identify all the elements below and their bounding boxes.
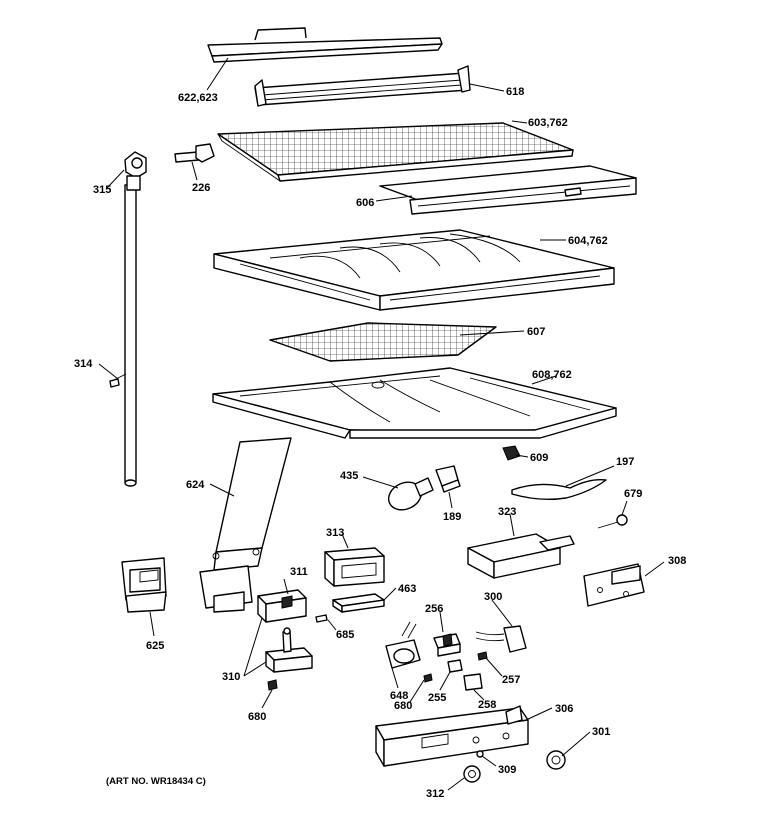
part-strip-197	[511, 478, 607, 501]
part-block-463	[332, 593, 385, 613]
callout-323: 323	[498, 506, 516, 518]
part-cup-625	[121, 557, 167, 613]
callout-607: 607	[527, 326, 545, 338]
part-box-313	[324, 547, 385, 587]
callout-604: 604,762	[568, 235, 608, 247]
callout-609: 609	[530, 452, 548, 464]
callout-312: 312	[426, 788, 444, 800]
part-plate-308	[583, 563, 645, 607]
part-mesh-607	[269, 322, 497, 362]
part-screw-309	[476, 750, 484, 758]
part-switch-256	[433, 633, 461, 657]
part-pole-315	[124, 151, 147, 487]
part-screw-680-left	[267, 679, 278, 691]
part-capacitor-648	[385, 621, 421, 669]
callout-197: 197	[616, 456, 634, 468]
part-screw-679	[597, 514, 628, 529]
callout-315: 315	[93, 184, 111, 196]
callout-301: 301	[592, 726, 610, 738]
callout-648: 648	[390, 690, 408, 702]
callout-310: 310	[222, 671, 240, 683]
callout-311: 311	[290, 566, 308, 578]
part-screw-680-right	[423, 673, 433, 683]
part-screw-314	[109, 373, 127, 388]
callout-624: 624	[186, 479, 205, 491]
part-pin-226	[174, 143, 215, 163]
callout-679: 679	[624, 488, 642, 500]
part-rail-618	[254, 65, 471, 107]
callout-680-left: 680	[248, 711, 266, 723]
part-relay-300	[475, 625, 527, 653]
part-thermostat-310	[265, 627, 313, 673]
part-bracket-306	[375, 705, 529, 767]
callout-257: 257	[502, 674, 520, 686]
part-bulb-435	[387, 477, 434, 511]
callout-435: 435	[340, 470, 358, 482]
callout-308: 308	[668, 555, 686, 567]
callout-685: 685	[336, 629, 354, 641]
callout-258: 258	[478, 699, 496, 711]
callout-189: 189	[443, 511, 461, 523]
part-duct-624	[199, 437, 292, 613]
art-number: (ART NO. WR18434 C)	[106, 776, 206, 787]
callout-622: 622,623	[178, 92, 218, 104]
callout-680-right: 680	[394, 700, 412, 712]
callout-309: 309	[498, 764, 516, 776]
callout-463: 463	[398, 583, 416, 595]
callout-603: 603,762	[528, 117, 568, 129]
callout-625: 625	[146, 640, 164, 652]
part-clip-609	[502, 445, 521, 461]
part-knob-301	[546, 750, 566, 770]
part-cover-622	[207, 27, 443, 63]
callout-618: 618	[506, 86, 524, 98]
part-bracket-606	[379, 165, 637, 215]
part-screw-685	[315, 614, 328, 623]
part-shelf-603	[217, 122, 574, 182]
callout-255: 255	[428, 692, 446, 704]
callout-313: 313	[326, 527, 344, 539]
callout-226: 226	[192, 182, 210, 194]
callout-labels: 622,623 618 603,762 315 226 606 604,762 …	[74, 86, 686, 800]
callout-606: 606	[356, 197, 374, 209]
part-bracket-323	[467, 533, 575, 579]
callout-306: 306	[555, 703, 573, 715]
part-socket-189	[435, 465, 461, 493]
part-clip-255	[447, 659, 463, 673]
part-pan-608	[212, 367, 617, 439]
leader-lines	[98, 57, 665, 791]
callout-256: 256	[425, 603, 443, 615]
callout-300: 300	[484, 591, 502, 603]
callout-608: 608,762	[532, 369, 572, 381]
part-switch-311	[257, 589, 307, 623]
part-pan-604	[213, 229, 615, 311]
part-knob-312	[463, 765, 481, 783]
part-screw-257	[477, 651, 488, 661]
part-cap-258	[463, 673, 483, 691]
callout-314: 314	[74, 358, 93, 370]
